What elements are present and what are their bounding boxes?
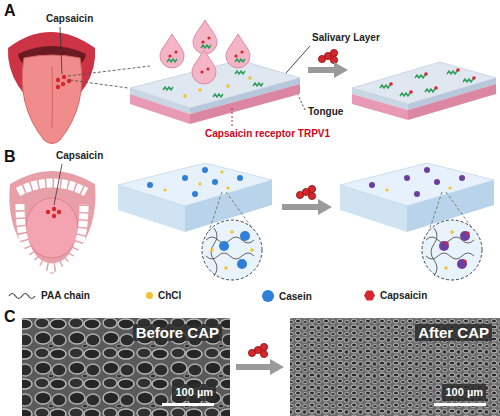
panel-letter: C (4, 308, 16, 326)
callout-label: Capsaicin (46, 13, 93, 25)
legend-item: Capsaicin (364, 290, 427, 301)
image-title: After CAP (415, 324, 492, 341)
legend-item: PAA chain (8, 290, 90, 301)
legend-text: PAA chain (41, 290, 90, 301)
panel-letter: A (4, 2, 16, 20)
sem-image: Before CAP 100 µm (22, 318, 230, 416)
scale-bar-label: 100 µm (442, 384, 486, 401)
legend-item: Casein (262, 290, 312, 302)
legend-swatch (364, 290, 375, 301)
legend-item: ChCl (146, 290, 181, 301)
legend-line-sample (8, 291, 36, 301)
callout-label: Capsaicin (56, 150, 103, 162)
legend-swatch (262, 290, 274, 302)
image-title: Before CAP (133, 324, 222, 341)
legend-text: Capsaicin (380, 290, 427, 301)
callout-label: Tongue (308, 106, 343, 118)
legend-swatch (146, 292, 153, 299)
callout-label: Salivary Layer (312, 32, 380, 44)
sem-image: After CAP 100 µm (290, 318, 500, 416)
panel-letter: B (4, 148, 16, 166)
scale-bar-label: 100 µm (172, 384, 216, 401)
legend-text: Casein (279, 291, 312, 302)
legend-text: ChCl (158, 290, 181, 301)
callout-label: Capsaicin receptor TRPV1 (205, 128, 330, 140)
process-arrow (236, 359, 284, 375)
